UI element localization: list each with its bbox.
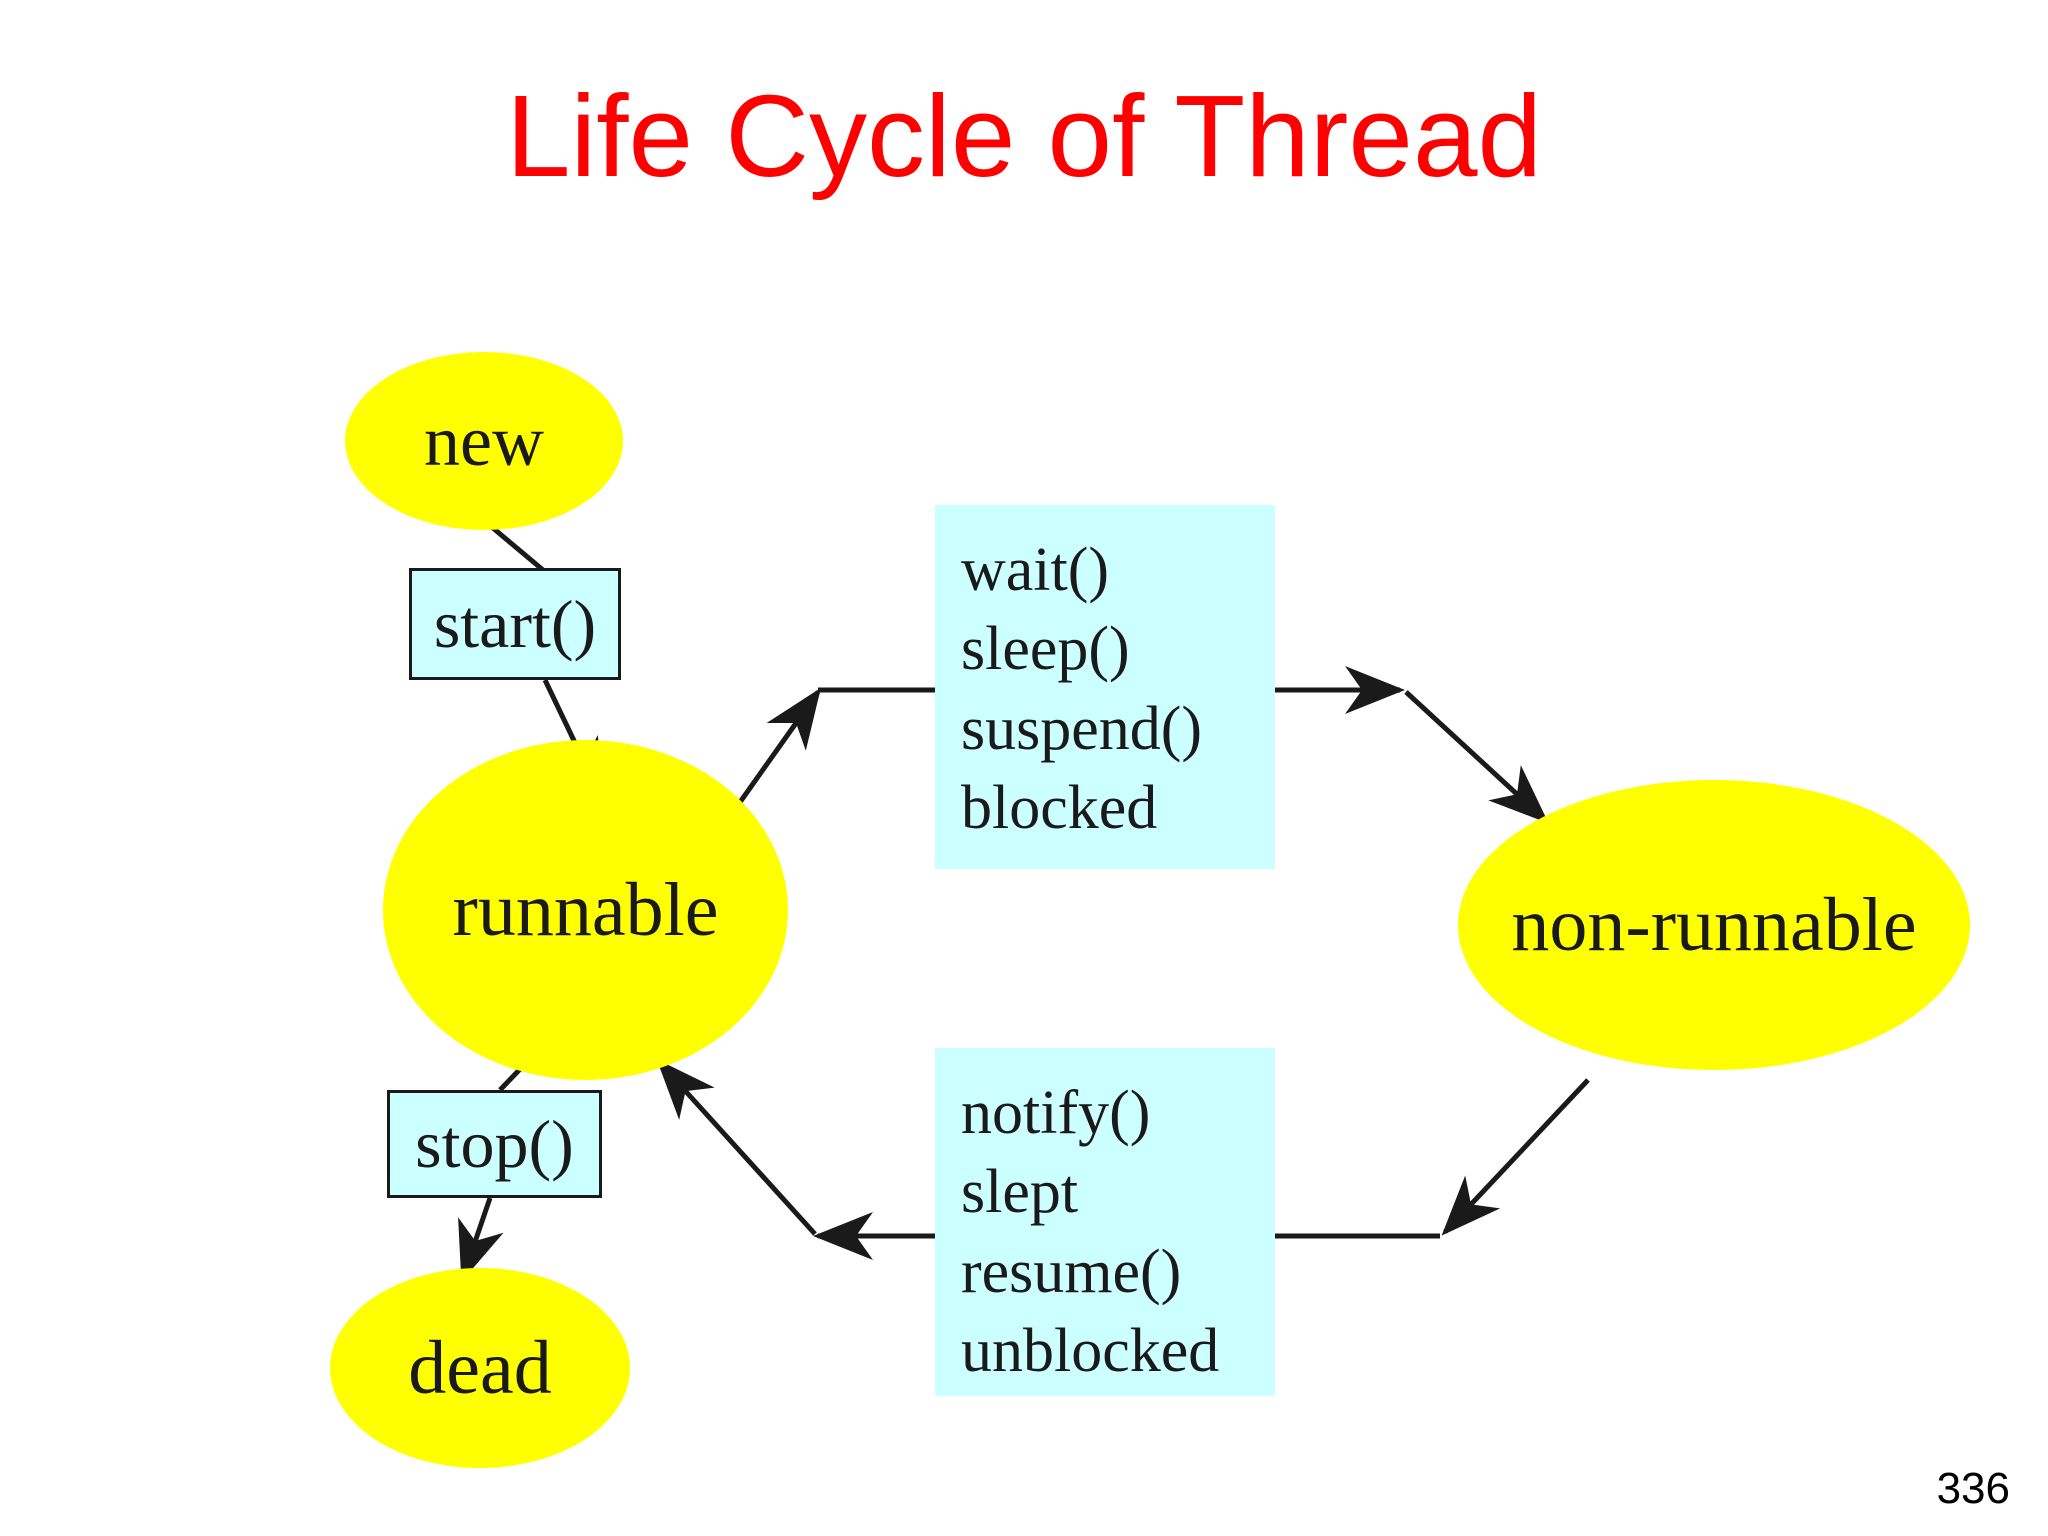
note-line-notify: notify() (961, 1079, 1151, 1147)
note-line-suspend: suspend() (961, 694, 1203, 763)
page-number: 336 (1936, 1464, 2010, 1513)
note-line-resume: resume() (961, 1237, 1182, 1306)
note-line-slept: slept (961, 1158, 1079, 1227)
state-node-runnable[interactable]: runnable (383, 740, 788, 1080)
state-label-dead: dead (408, 1325, 552, 1410)
edge-non-runnable-to-notify-note (1441, 1078, 1590, 1236)
edge-wait-note-to-non-runnable (1404, 690, 1549, 824)
note-line-unblocked: unblocked (961, 1317, 1220, 1386)
state-node-dead[interactable]: dead (330, 1268, 630, 1468)
edge-new-to-start (485, 521, 545, 572)
state-node-non-runnable[interactable]: non-runnable (1458, 780, 1970, 1070)
note-box-to-runnable: notify() slept resume() unblocked (935, 1048, 1275, 1396)
action-label-start: start() (433, 585, 597, 662)
state-node-new[interactable]: new (345, 352, 623, 530)
edge-stop-to-dead (458, 1197, 504, 1282)
state-label-runnable: runnable (452, 867, 719, 952)
action-box-stop[interactable]: stop() (387, 1090, 602, 1198)
state-label-non-runnable: non-runnable (1511, 882, 1917, 967)
state-label-new: new (424, 400, 544, 481)
page-title: Life Cycle of Thread (506, 71, 1542, 201)
note-line-sleep: sleep() (961, 615, 1130, 684)
action-box-start[interactable]: start() (409, 568, 621, 680)
note-line-blocked: blocked (961, 774, 1158, 843)
note-box-to-non-runnable: wait() sleep() suspend() blocked (935, 505, 1275, 869)
action-label-stop: stop() (415, 1105, 574, 1182)
note-line-wait: wait() (961, 536, 1110, 604)
edge-notify-note-to-runnable (656, 1059, 817, 1236)
edge-runnable-to-wait-note (735, 687, 821, 807)
